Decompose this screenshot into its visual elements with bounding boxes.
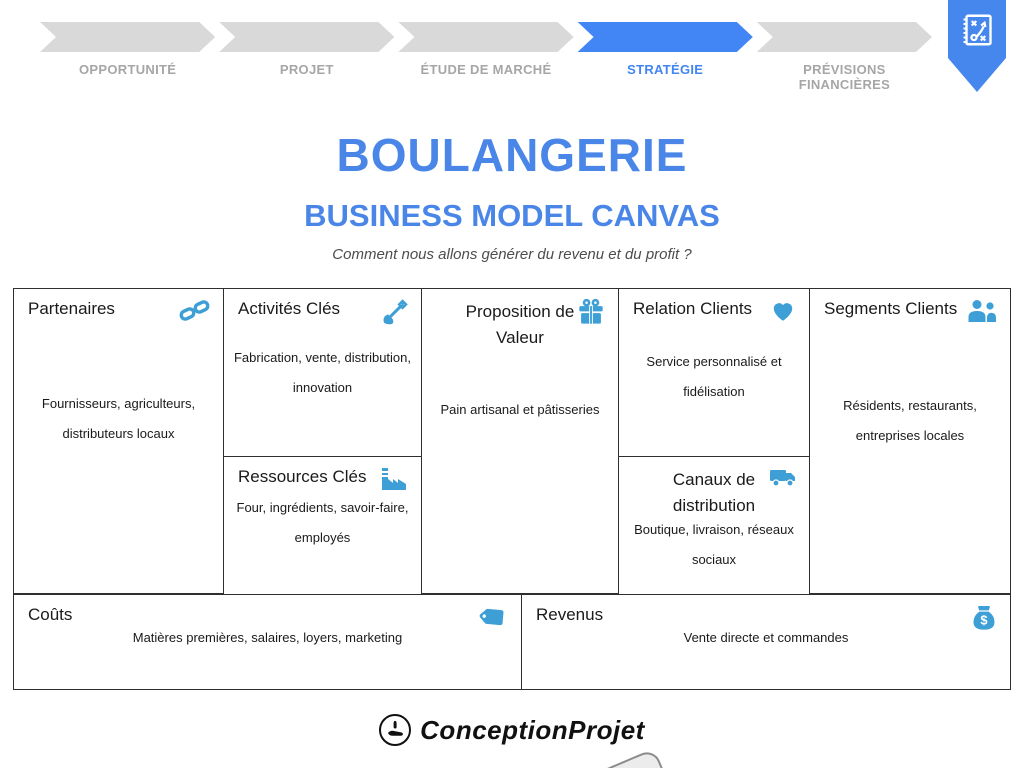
step-projet[interactable]: PROJET xyxy=(219,22,394,92)
step-opportunite[interactable]: OPPORTUNITÉ xyxy=(40,22,215,92)
page-title: BOULANGERIE xyxy=(336,129,688,181)
cell-body: Four, ingrédients, savoir-faire, employé… xyxy=(236,500,409,545)
brand-logo-text: ConceptionProjet xyxy=(420,714,645,745)
cell-revenus: Revenus $ Vente directe et commandes xyxy=(521,594,1011,690)
cell-title: Coûts xyxy=(28,605,73,624)
price-tag-icon xyxy=(479,608,504,626)
step-previsions-financieres[interactable]: PRÉVISIONS FINANCIÈRES xyxy=(757,22,932,92)
hand-holding-icon xyxy=(379,714,412,746)
cell-proposition-de-valeur: Proposition de Valeur Pain artisanal et … xyxy=(421,288,619,594)
process-stepper: OPPORTUNITÉ PROJET ÉTUDE DE MARCHÉ STRAT… xyxy=(40,22,932,92)
factory-icon xyxy=(382,468,406,490)
cell-title: Ressources Clés xyxy=(238,467,367,486)
cell-couts: Coûts Matières premières, salaires, loye… xyxy=(13,594,522,690)
chevron-shape xyxy=(219,22,394,52)
svg-text:$: $ xyxy=(980,612,987,627)
chain-link-icon xyxy=(179,300,210,321)
chevron-shape xyxy=(40,22,215,52)
brand-logo: ConceptionProjet xyxy=(0,714,1024,746)
cell-body: Fabrication, vente, distribution, innova… xyxy=(233,350,412,395)
step-label: ÉTUDE DE MARCHÉ xyxy=(420,62,552,77)
guiding-question: Comment nous allons générer du revenu et… xyxy=(332,246,692,263)
cell-body: Résidents, restaurants, entreprises loca… xyxy=(843,398,977,443)
cell-body: Matières premières, salaires, loyers, ma… xyxy=(132,630,403,645)
strategy-notebook-icon xyxy=(963,14,992,46)
cell-segments-clients: Segments Clients Résidents, restaurants,… xyxy=(809,288,1011,594)
cell-body: Boutique, livraison, réseaux sociaux xyxy=(634,522,794,567)
step-label: PROJET xyxy=(279,62,334,77)
chevron-shape xyxy=(578,22,753,52)
step-label: STRATÉGIE xyxy=(627,62,704,77)
chevron-shape xyxy=(757,22,932,52)
cell-title: Activités Clés xyxy=(238,299,341,318)
cell-body: Vente directe et commandes xyxy=(683,630,849,645)
cell-body: Service personnalisé et fidélisation xyxy=(646,354,782,399)
cell-activites-cles: Activités Clés Fabrication, vente, distr… xyxy=(223,288,422,457)
cell-body: Fournisseurs, agriculteurs, distributeur… xyxy=(41,396,196,441)
step-label: OPPORTUNITÉ xyxy=(79,62,177,77)
cell-canaux-de-distribution: Canaux de distribution Boutique, livrais… xyxy=(618,456,810,595)
people-icon xyxy=(968,300,996,322)
cell-relation-clients: Relation Clients Service personnalisé et… xyxy=(618,288,810,457)
watermark-stamp: ConceptionProjet.com xyxy=(385,748,675,768)
step-label: PRÉVISIONS FINANCIÈRES xyxy=(798,62,891,92)
cell-partenaires: Partenaires Fournisseurs, agriculteurs, … xyxy=(13,288,224,594)
heart-icon xyxy=(773,303,793,321)
cell-title: Relation Clients xyxy=(633,299,753,318)
step-etude-de-marche[interactable]: ÉTUDE DE MARCHÉ xyxy=(398,22,573,92)
gift-icon xyxy=(579,298,603,324)
cell-title: Partenaires xyxy=(28,299,115,318)
delivery-truck-icon xyxy=(770,470,795,487)
page-subtitle: BUSINESS MODEL CANVAS xyxy=(304,198,720,233)
shovel-icon xyxy=(383,299,408,325)
cell-title: Segments Clients xyxy=(824,299,958,318)
cell-title: Revenus xyxy=(536,605,604,624)
step-strategie-active[interactable]: STRATÉGIE xyxy=(578,22,753,92)
money-bag-icon: $ xyxy=(973,605,995,630)
cell-title: Canaux de distribution xyxy=(672,470,756,515)
strategy-bookmark-ribbon xyxy=(948,0,1006,92)
business-model-canvas-grid: Partenaires Fournisseurs, agriculteurs, … xyxy=(13,288,1011,768)
cell-ressources-cles: Ressources Clés Four, ingrédients, savoi… xyxy=(223,456,422,595)
cell-title: Proposition de Valeur xyxy=(465,302,575,347)
cell-body: Pain artisanal et pâtisseries xyxy=(440,402,600,417)
chevron-shape xyxy=(398,22,573,52)
